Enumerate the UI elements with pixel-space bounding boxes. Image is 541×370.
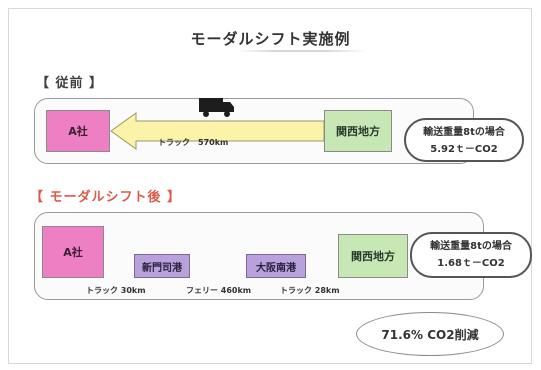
diagram-title: モーダルシフト実施例: [190, 30, 351, 48]
port-shinmoji-box: 新門司港: [134, 254, 190, 278]
after-origin-box: 関西地方: [338, 234, 408, 278]
after-leg2-label: フェリー 460km: [186, 286, 252, 295]
co2-reduction-result: 71.6% CO2削減: [356, 312, 504, 356]
truck-icon: [199, 98, 234, 117]
before-route-label: トラック 570km: [158, 138, 229, 147]
before-destination-box: A社: [46, 110, 110, 152]
after-leg1-label: トラック 30km: [86, 286, 146, 295]
after-emission-co2: 1.68ｔ－CO2: [437, 258, 505, 269]
after-section-label: 【 モーダルシフト後 】: [30, 190, 182, 205]
after-emission-weight: 輸送重量8tの場合: [430, 241, 512, 252]
before-emission-bubble: 輸送重量8tの場合 5.92ｔ－CO2: [404, 118, 524, 162]
port-osaka-box: 大阪南港: [246, 254, 306, 278]
before-emission-weight: 輸送重量8tの場合: [423, 127, 505, 138]
before-origin-box: 関西地方: [324, 110, 392, 152]
before-emission-co2: 5.92ｔ－CO2: [430, 144, 498, 155]
after-leg3-label: トラック 28km: [280, 286, 340, 295]
title-underline: [236, 50, 366, 52]
after-emission-bubble: 輸送重量8tの場合 1.68ｔ－CO2: [410, 232, 532, 278]
before-section-label: 【 従前 】: [36, 76, 104, 91]
diagram-frame: [8, 8, 532, 364]
after-destination-box: A社: [42, 226, 104, 278]
